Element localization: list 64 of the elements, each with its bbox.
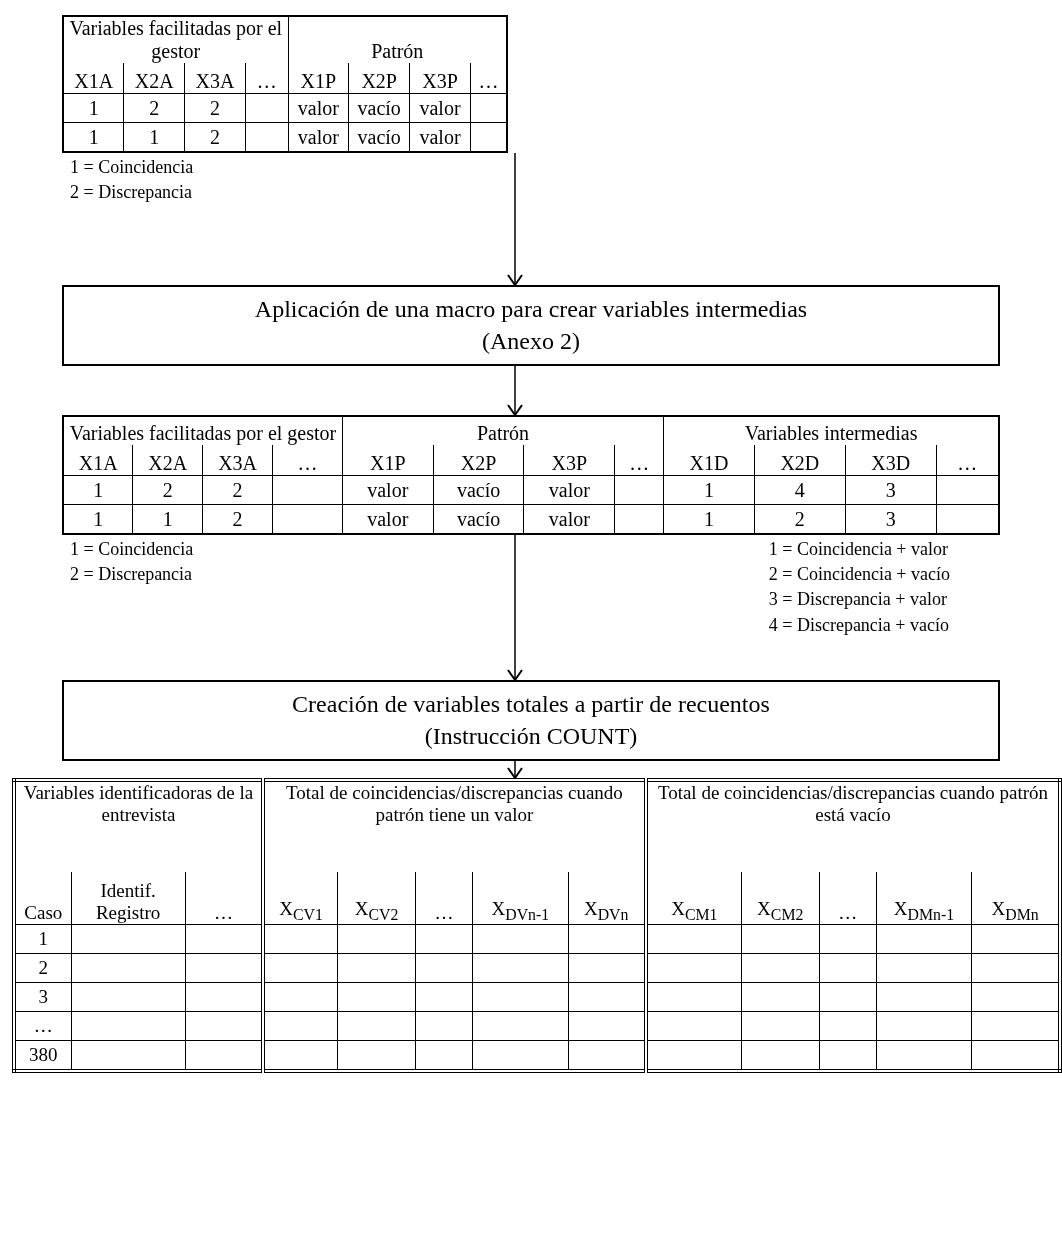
column-header-cell: X1A [63, 445, 133, 476]
data-cell: 1 [14, 924, 72, 954]
data-cell: valor [409, 93, 471, 123]
column-header-cell: X2P [348, 63, 410, 94]
column-header-cell: X1P [288, 63, 349, 94]
code-note: 3 = Discrepancia + valor [768, 588, 948, 612]
column-header-cell: X$_{CV1}$ [263, 872, 338, 925]
arrow [507, 152, 523, 286]
column-header-cell: X3D [845, 445, 937, 476]
column-header-cell: X$_{DMn-1}$ [876, 872, 972, 925]
data-cell: 1 [663, 475, 755, 505]
column-header-cell: X2A [132, 445, 203, 476]
code-note: 1 = Coincidencia [70, 156, 194, 179]
data-table [12, 778, 1062, 1073]
column-header-cell: … [272, 445, 343, 476]
data-cell: 2 [123, 93, 185, 123]
column-header-cell: … [245, 63, 288, 94]
data-cell: vacío [433, 475, 524, 505]
data-cell: … [14, 1011, 72, 1041]
data-cell: 4 [754, 475, 846, 505]
data-cell: 3 [845, 475, 937, 505]
column-header-cell: X3P [409, 63, 471, 94]
data-cell: valor [288, 93, 349, 123]
column-header-cell: … [415, 872, 473, 925]
column-header-cell: Identif. Registro [71, 872, 186, 925]
data-cell: 2 [202, 475, 273, 505]
data-cell: 2 [132, 475, 203, 505]
data-cell: 2 [14, 953, 72, 983]
process-box: Aplicación de una macro para crear variables intermedias (Anexo 2) [62, 285, 1000, 366]
column-header-cell: X2A [123, 63, 185, 94]
column-header-cell: X2D [754, 445, 846, 476]
data-cell: vacío [348, 93, 410, 123]
data-cell: valor [523, 475, 615, 505]
column-header-cell: X$_{CV2}$ [337, 872, 416, 925]
column-header-cell: X1D [663, 445, 755, 476]
column-header-cell: X3A [202, 445, 273, 476]
arrow [507, 534, 523, 681]
arrow [507, 760, 523, 779]
column-header-cell: X$_{DVn-1}$ [472, 872, 569, 925]
data-cell: 1 [63, 93, 124, 123]
column-header-cell: X$_{CM1}$ [645, 872, 742, 925]
code-note: 1 = Coincidencia + valor [768, 538, 949, 561]
data-table [62, 415, 1000, 535]
column-header-cell: X3A [184, 63, 246, 94]
code-note: 1 = Coincidencia [70, 538, 194, 561]
code-note: 2 = Discrepancia [70, 181, 194, 205]
code-note: 2 = Coincidencia + vacío [768, 563, 950, 587]
column-header-cell: Caso [14, 872, 72, 925]
code-note: 2 = Discrepancia [70, 563, 194, 587]
column-header-cell: X2P [433, 445, 524, 476]
column-header-cell: X$_{CM2}$ [741, 872, 820, 925]
column-header-cell: X3P [523, 445, 615, 476]
arrow [507, 365, 523, 416]
process-box: Creación de variables totales a partir de recuentos (Instrucción COUNT) [62, 680, 1000, 761]
column-header-cell: … [819, 872, 877, 925]
column-header-cell: X1P [342, 445, 434, 476]
column-header-cell: … [614, 445, 664, 476]
data-cell: 2 [184, 93, 246, 123]
data-cell: 1 [63, 475, 133, 505]
data-table [62, 15, 508, 153]
column-header-cell: X1A [63, 63, 124, 94]
data-cell: 3 [14, 982, 72, 1012]
data-cell: valor [342, 475, 434, 505]
code-note: 4 = Discrepancia + vacío [768, 613, 950, 637]
